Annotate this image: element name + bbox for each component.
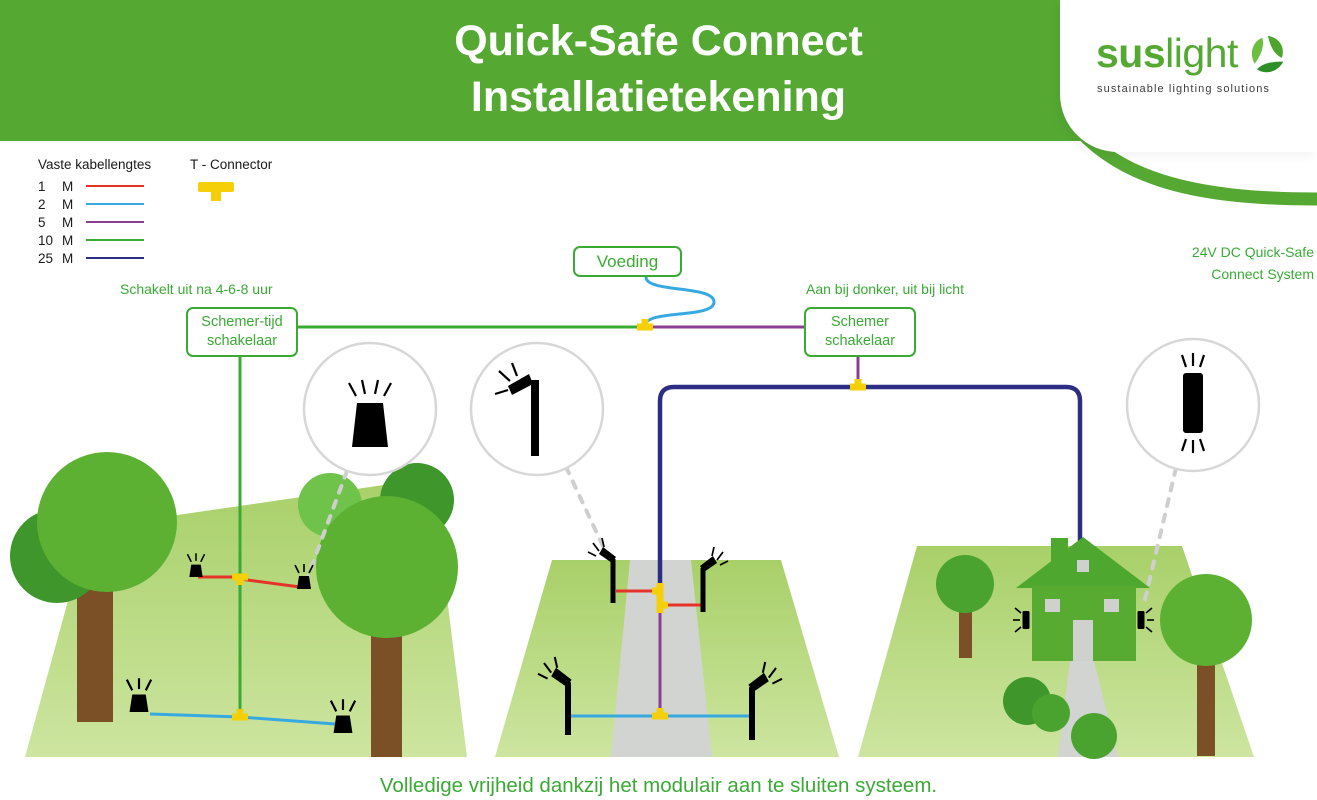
house-door <box>1073 620 1093 661</box>
detail-circle-pole <box>469 341 605 477</box>
cable-sample-5m <box>86 221 144 223</box>
tree-canopy <box>936 555 994 613</box>
legend-unit: M <box>62 250 74 266</box>
trees-right-garden <box>936 555 1252 756</box>
header-banner <box>0 0 1108 141</box>
tree-canopy <box>316 496 458 638</box>
cable-sample-2m <box>86 203 144 205</box>
legend-value: 25 <box>38 250 54 266</box>
cable-sample-10m <box>86 239 144 241</box>
legend-item-10m: 10 M <box>38 231 151 249</box>
dusk-switch-line2: schakelaar <box>824 332 896 349</box>
timer-switch-line1: Schemer-tijd <box>201 314 283 330</box>
legend-item-5m: 5 M <box>38 213 151 231</box>
wall-light-zoom <box>1183 373 1203 433</box>
legend-item-1m: 1 M <box>38 177 151 195</box>
cable-sample-1m <box>86 185 144 187</box>
t-connector-label: T - Connector <box>190 157 273 172</box>
tree-trunk <box>959 598 972 658</box>
cable-2m-voeding <box>643 276 716 327</box>
detail-circle-walllight <box>1125 337 1261 473</box>
dusk-note: Aan bij donker, uit bij licht <box>806 281 964 297</box>
timer-switch-box: Schemer-tijd schakelaar <box>186 307 298 357</box>
legend-title: Vaste kabellengtes <box>38 157 152 172</box>
house-attic-window <box>1077 560 1089 572</box>
bollard-light-zoom <box>352 403 388 447</box>
t-connector-icon <box>198 182 234 201</box>
t-connector <box>850 379 866 391</box>
callout-line-pole <box>564 465 610 559</box>
system-label: 24V DC Quick-Safe Connect System <box>1192 242 1314 285</box>
leaf-swirl-icon <box>1251 35 1284 72</box>
cable-25m-left <box>657 384 858 592</box>
legend-value: 10 <box>38 232 54 248</box>
bush <box>1071 713 1117 759</box>
brand-tagline: sustainable lighting solutions <box>1097 83 1271 95</box>
bushes <box>1003 677 1117 759</box>
cable-2m <box>239 715 336 726</box>
trees-left-garden <box>10 452 458 757</box>
cable-25m-right <box>858 384 1083 585</box>
cable-sample-25m <box>86 257 144 259</box>
footer-caption: Volledige vrijheid dankzij het modulair … <box>379 774 938 797</box>
house-window <box>1045 599 1060 612</box>
pole-light-zoom <box>531 380 539 456</box>
callout-line-walllight <box>1141 466 1178 610</box>
brand-wordmark: suslight <box>1096 30 1238 76</box>
legend-value: 2 <box>38 196 46 212</box>
legend-unit: M <box>62 196 74 212</box>
page-title: Quick-Safe Connect Installatietekening <box>0 14 1317 126</box>
tree-canopy <box>1160 574 1252 666</box>
timer-switch-line2: schakelaar <box>206 332 278 349</box>
system-label-line2: Connect System <box>1211 265 1314 282</box>
legend-unit: M <box>62 178 74 194</box>
legend-value: 5 <box>38 214 46 230</box>
tree-trunk <box>1197 650 1215 756</box>
legend-unit: M <box>62 214 74 230</box>
dusk-switch-line1: Schemer <box>830 314 890 330</box>
voeding-box: Voeding <box>573 246 682 277</box>
legend-item-25m: 25 M <box>38 249 151 267</box>
page-title-line1: Quick-Safe Connect <box>454 17 863 65</box>
t-connector-legend: T - Connector <box>190 157 272 204</box>
detail-circle-bollard <box>302 341 438 477</box>
brand: suslight <box>1060 0 1317 77</box>
house-window <box>1104 599 1119 612</box>
cable-legend: Vaste kabellengtes 1 M 2 M 5 M 10 M 25 M <box>38 157 151 267</box>
callout-line-bollard <box>305 469 349 581</box>
cable-1m <box>239 577 301 589</box>
logo-card: suslight sustainable lighting solutions <box>1060 0 1317 152</box>
legend-unit: M <box>62 232 74 248</box>
bush <box>1032 694 1070 732</box>
system-label-line1: 24V DC Quick-Safe <box>1191 244 1314 260</box>
timer-note: Schakelt uit na 4-6-8 uur <box>120 281 273 297</box>
voeding-label: Voeding <box>596 252 659 271</box>
cable-2m <box>149 712 241 719</box>
house <box>1016 537 1150 661</box>
legend-item-2m: 2 M <box>38 195 151 213</box>
legend-value: 1 <box>38 178 46 194</box>
tree-canopy <box>37 452 177 592</box>
tree-trunk <box>77 570 113 722</box>
page-title-line2: Installatietekening <box>470 72 847 121</box>
dusk-switch-box: Schemer schakelaar <box>804 307 916 357</box>
